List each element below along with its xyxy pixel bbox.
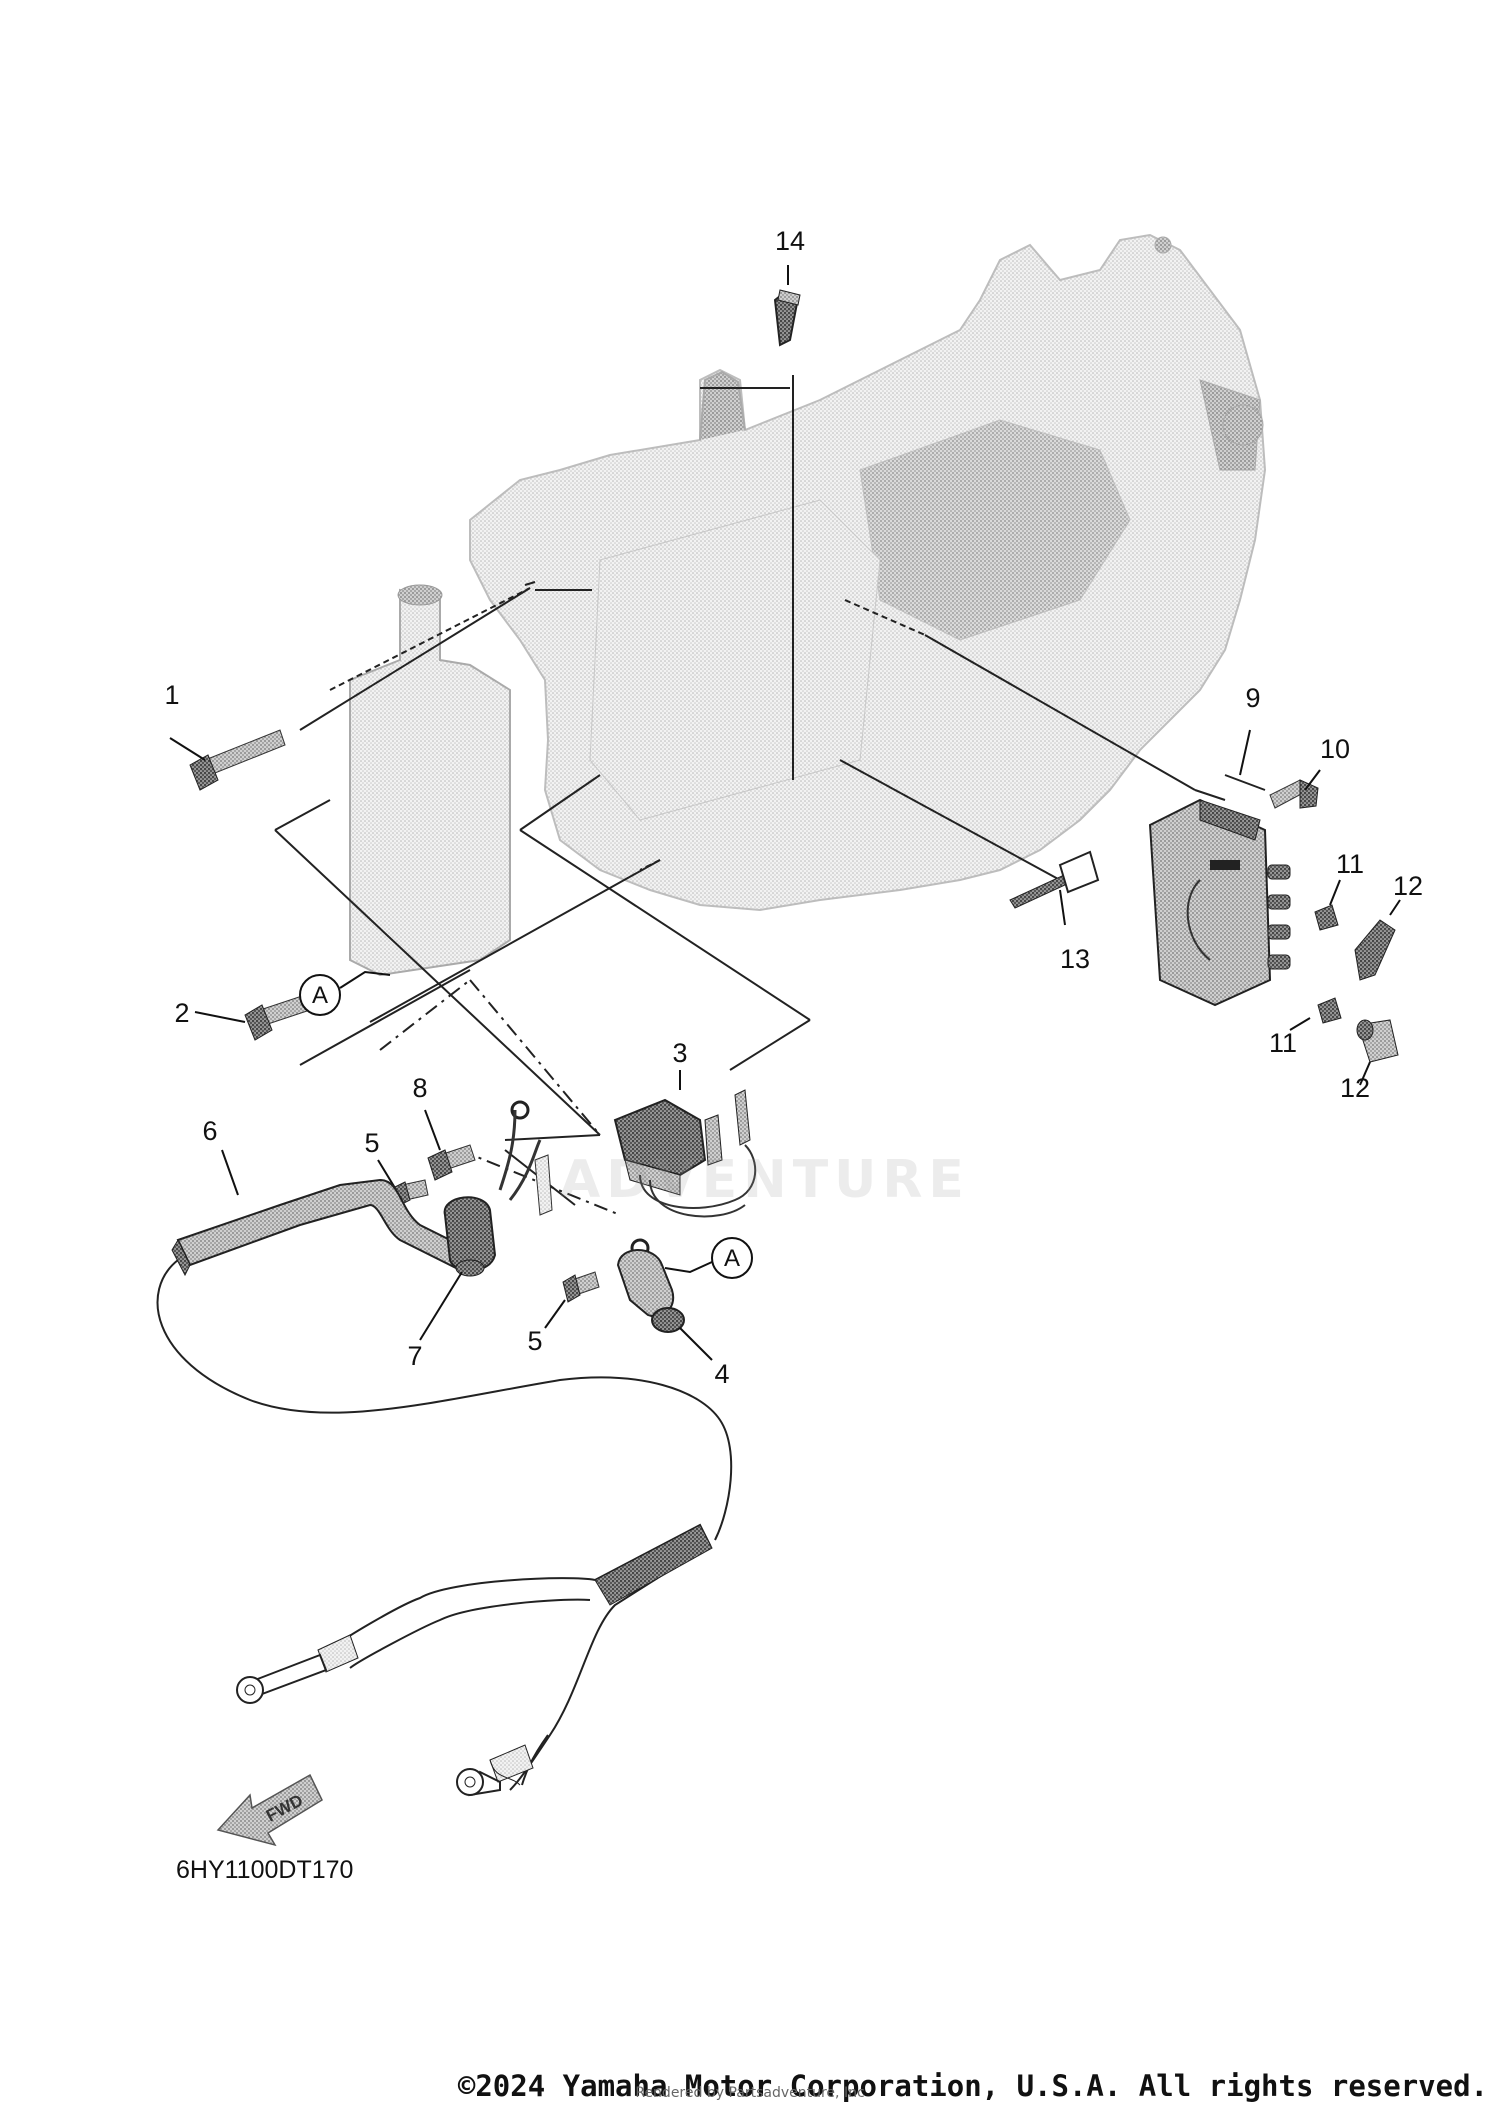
ignition-coil — [349, 584, 511, 977]
part-8-bolt — [424, 1100, 530, 1181]
engine-block — [469, 233, 1267, 912]
callout-7: 7 — [407, 1341, 422, 1371]
callout-14: 14 — [775, 226, 805, 256]
callout-11-lower: 11 — [1269, 1028, 1297, 1058]
callout-5-upper: 5 — [364, 1128, 379, 1158]
callout-5-lower: 5 — [527, 1326, 542, 1356]
callout-2: 2 — [174, 998, 189, 1028]
part-11-screws — [1289, 879, 1342, 1031]
part-13-cable-tie — [1009, 850, 1100, 926]
fwd-arrow-icon: FWD — [216, 1773, 323, 1847]
callout-13: 13 — [1060, 944, 1090, 974]
diagram-code: 6HY1100DT170 — [176, 1856, 353, 1884]
part-6-7-cable — [156, 1109, 733, 1541]
callout-9: 9 — [1245, 683, 1260, 713]
callout-4: 4 — [714, 1359, 729, 1389]
callout-12-lower: 12 — [1340, 1073, 1370, 1103]
callout-1: 1 — [164, 680, 179, 710]
part-9-junction-box — [1148, 729, 1291, 1007]
part-10-screw — [1224, 769, 1321, 809]
part-4-boot — [616, 1249, 713, 1361]
part-14-clip — [773, 265, 801, 347]
watermark: ADVENTURE — [560, 1150, 970, 1210]
copyright-notice: ©2024 Yamaha Motor Corporation, U.S.A. A… — [457, 2069, 1488, 2103]
callout-10: 10 — [1320, 734, 1350, 764]
reference-marker-lower: A — [664, 1237, 753, 1279]
callout-6: 6 — [202, 1116, 217, 1146]
reference-letter-upper: A — [312, 982, 328, 1009]
callout-12-upper: 12 — [1393, 871, 1423, 901]
rendered-by-notice: Rendered by Partsadventure, Inc — [635, 2085, 865, 2101]
callout-3: 3 — [672, 1038, 687, 1068]
callout-labels: 1 2 3 4 5 5 6 7 8 9 10 11 11 12 12 13 14 — [164, 226, 1423, 1389]
part-1-bolt — [169, 729, 286, 791]
callout-8: 8 — [412, 1073, 427, 1103]
leader-lines — [274, 375, 1226, 1216]
part-12-connectors — [1354, 899, 1401, 1086]
part-3-relay — [613, 1070, 757, 1218]
reference-marker-upper: A — [299, 970, 391, 1016]
part-5-lower-bolt — [544, 1238, 650, 1329]
callout-11-upper: 11 — [1336, 849, 1364, 879]
reference-letter-lower: A — [724, 1245, 740, 1272]
battery-cable-harness — [236, 1523, 713, 1797]
